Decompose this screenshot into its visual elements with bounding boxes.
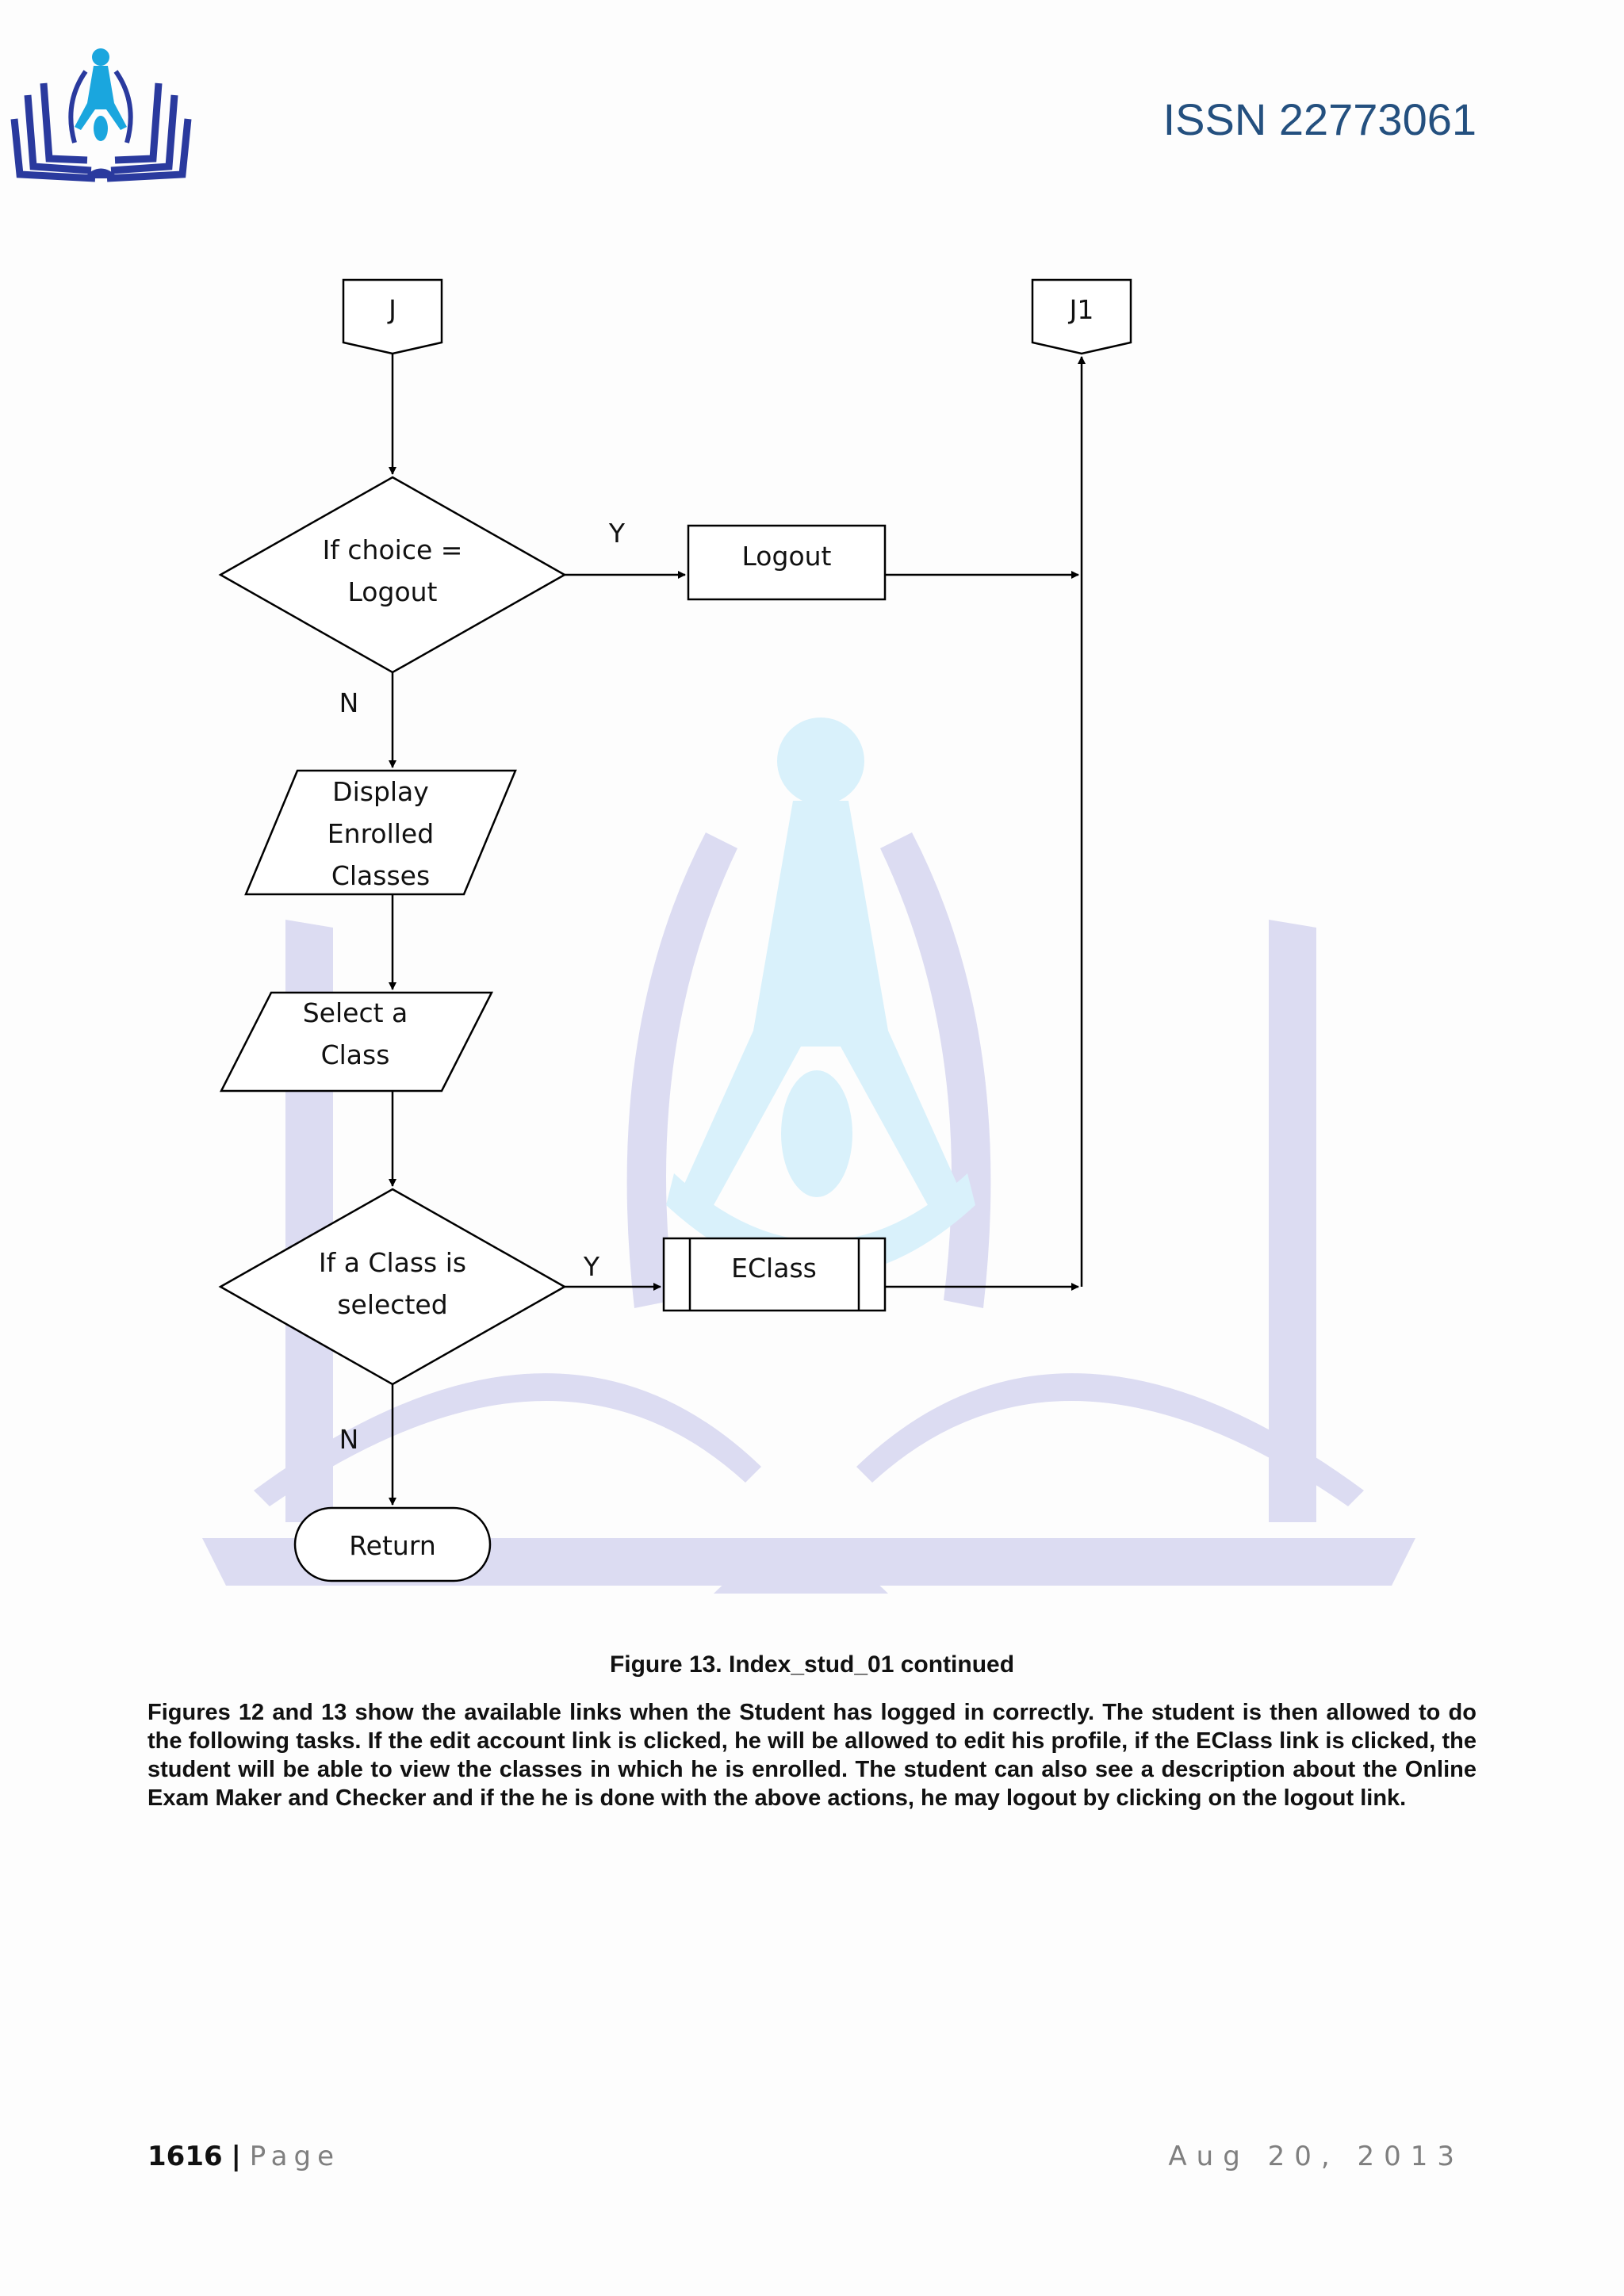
flowchart: J J1 If choice = Logout Logout Display E… (218, 278, 1132, 1582)
connector-j1-label: J1 (1068, 294, 1094, 325)
io-display-line-2: Enrolled (327, 818, 434, 849)
connector-j-label: J (387, 294, 396, 325)
io-select-shape (219, 991, 494, 1093)
footer-date: Aug 20, 2013 (1168, 2141, 1464, 2172)
io-display-shape (244, 769, 517, 896)
footer-page: 1616 | Page (147, 2141, 340, 2172)
decision-class-line-2: selected (337, 1289, 447, 1320)
connector-j1-shape (1031, 278, 1132, 355)
terminal-return-label: Return (349, 1530, 436, 1561)
terminal-return-shape (293, 1506, 492, 1582)
io-select-line-1: Select a (303, 997, 408, 1028)
edge-label-no-1: N (339, 687, 359, 718)
body-paragraph: Figures 12 and 13 show the available lin… (147, 1700, 1477, 1811)
decision-logout-line-1: If choice = (323, 534, 463, 565)
io-display-line-3: Classes (331, 860, 430, 891)
process-logout-shape (687, 524, 887, 601)
issn-header: ISSN 22773061 (1162, 94, 1477, 144)
io-select-line-2: Class (321, 1039, 390, 1070)
figure-caption: Figure 13. Index_stud_01 continued (609, 1651, 1015, 1678)
edge-label-yes-1: Y (608, 518, 626, 549)
connector-j-shape (342, 278, 443, 355)
subprocess-eclass-shape (662, 1237, 887, 1312)
page-label: Page (249, 2141, 340, 2172)
decision-class-shape (218, 1188, 567, 1386)
io-display-line-1: Display (332, 776, 429, 807)
journal-logo-icon (10, 48, 192, 182)
process-logout-label: Logout (742, 541, 832, 572)
subprocess-eclass-label: EClass (731, 1253, 817, 1284)
page-separator: | (231, 2141, 241, 2172)
page-number: 1616 (147, 2141, 223, 2172)
edge-label-yes-2: Y (583, 1251, 600, 1282)
decision-class-line-1: If a Class is (319, 1247, 466, 1278)
decision-logout-shape (218, 476, 567, 674)
edge-label-no-2: N (339, 1424, 359, 1455)
decision-logout-line-2: Logout (348, 576, 438, 607)
